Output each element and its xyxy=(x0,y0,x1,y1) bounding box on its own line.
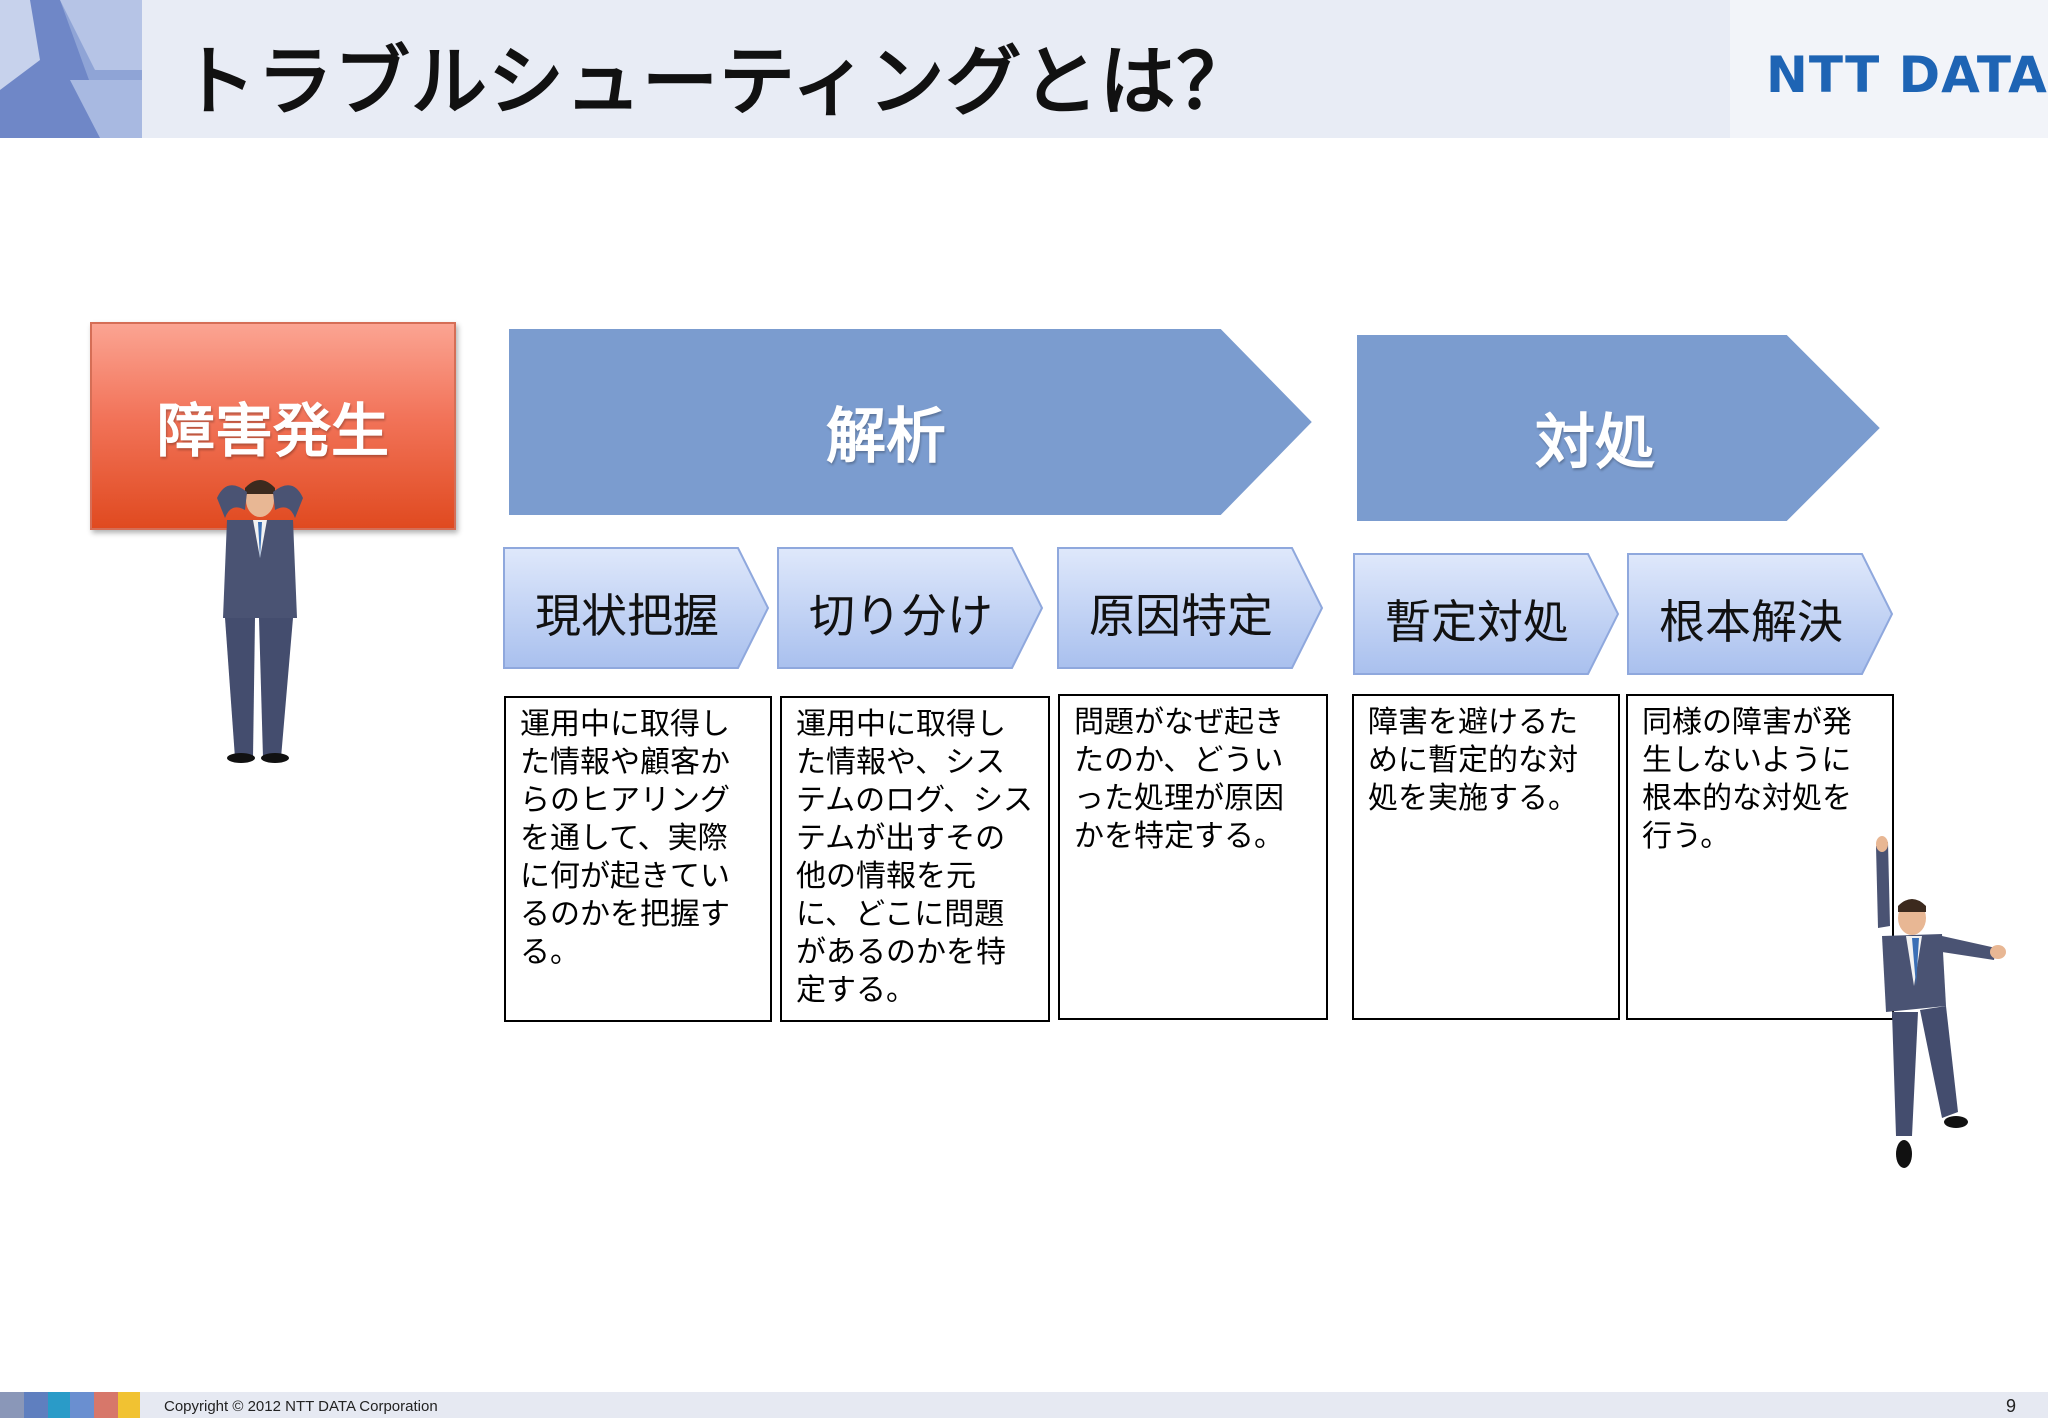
phase-label-analysis: 解析 xyxy=(826,402,946,472)
footer-color-swatch xyxy=(118,1392,140,1418)
step-label-1: 現状把握 xyxy=(535,589,719,643)
company-logo: NTT DATA xyxy=(1766,46,2048,104)
slide-footer xyxy=(0,1392,2048,1418)
step-chevron-5 xyxy=(1627,553,1894,675)
logo-area xyxy=(1730,0,2048,138)
step-description-3: 問題がなぜ起きたのか、どういった処理が原因かを特定する。 xyxy=(1058,694,1328,1020)
step-description-1: 運用中に取得した情報や顧客からのヒアリングを通して、実際に何が起きているのかを把… xyxy=(504,696,772,1022)
footer-color-swatch xyxy=(0,1392,24,1418)
incident-label: 障害発生 xyxy=(156,397,389,465)
worried-businessman-illustration xyxy=(217,480,303,763)
footer-color-swatch xyxy=(94,1392,118,1418)
step-chevron-4 xyxy=(1353,553,1620,675)
copyright-text: Copyright © 2012 NTT DATA Corporation xyxy=(164,1398,438,1415)
page-number: 9 xyxy=(2005,1396,2016,1416)
phase-arrow-analysis xyxy=(503,323,1321,522)
slide-header: トラブルシューティングとは？ NTT DATA xyxy=(0,0,2048,138)
page-title: トラブルシューティングとは？ xyxy=(180,37,1254,126)
step-chevron-1 xyxy=(503,547,770,669)
step-chevron-2 xyxy=(777,547,1044,669)
happy-businessman-illustration xyxy=(1876,836,2006,1168)
step-label-5: 根本解決 xyxy=(1659,595,1843,649)
step-chevron-3 xyxy=(1057,547,1324,669)
step-description-4: 障害を避けるために暫定的な対処を実施する。 xyxy=(1352,694,1620,1020)
footer-color-swatch xyxy=(24,1392,48,1418)
phase-label-response: 対処 xyxy=(1535,408,1655,478)
header-corner-decoration xyxy=(0,0,142,138)
step-label-3: 原因特定 xyxy=(1089,589,1273,643)
step-description-5: 同様の障害が発生しないように根本的な対処を行う。 xyxy=(1626,694,1894,1020)
footer-color-swatch xyxy=(48,1392,70,1418)
footer-color-swatch xyxy=(70,1392,94,1418)
step-description-2: 運用中に取得した情報や、システムのログ、システムが出すその他の情報を元に、どこに… xyxy=(780,696,1050,1022)
step-label-4: 暫定対処 xyxy=(1385,595,1569,649)
phase-arrow-response xyxy=(1351,329,1889,528)
step-label-2: 切り分け xyxy=(809,589,993,643)
